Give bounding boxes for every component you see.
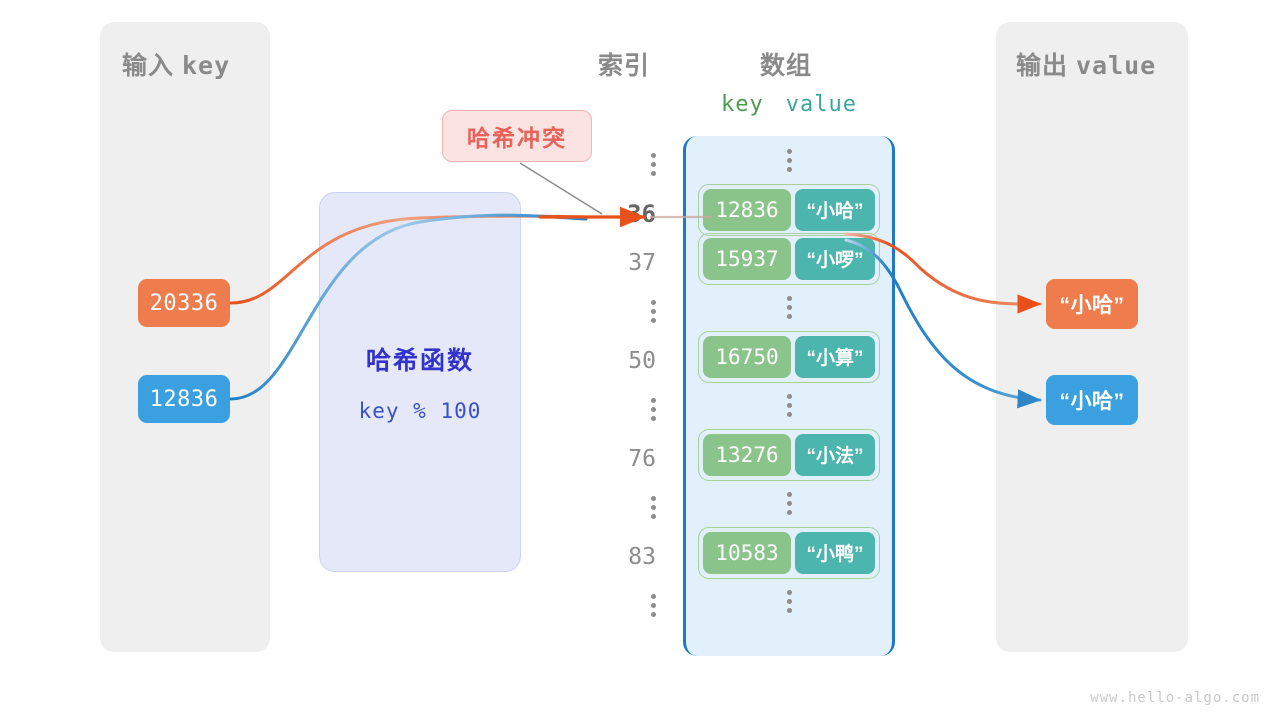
- hash-function-expression: key % 100: [358, 399, 482, 423]
- bucket-key-cell[interactable]: 10583: [703, 531, 791, 574]
- array-ellipsis: [686, 283, 892, 332]
- output-panel-title-mono: value: [1075, 51, 1157, 80]
- output-value-panel-title: 输出 value: [1016, 46, 1156, 82]
- vertical-dots-icon: [786, 590, 792, 613]
- index-ellipsis: [585, 287, 670, 336]
- bucket-value-cell[interactable]: “小哈”: [795, 188, 875, 231]
- index-ellipsis: [585, 483, 670, 532]
- bucket-value-cell[interactable]: “小算”: [795, 335, 875, 378]
- index-label-50: 50: [628, 347, 656, 374]
- index-label-83: 83: [628, 543, 656, 570]
- vertical-dots-icon: [786, 149, 792, 172]
- index-column: 36 37 50 76 83: [585, 140, 670, 630]
- bucket-key-cell[interactable]: 16750: [703, 335, 791, 378]
- array-bucket-50: 16750“小算”: [686, 330, 892, 383]
- index-label-76: 76: [628, 445, 656, 472]
- bucket[interactable]: 16750“小算”: [698, 330, 880, 383]
- bucket-key-cell[interactable]: 12836: [703, 188, 791, 231]
- array-ellipsis: [686, 136, 892, 185]
- input-key-20336[interactable]: 20336: [138, 279, 230, 327]
- array-ellipsis: [686, 381, 892, 430]
- bucket-value-cell[interactable]: “小啰”: [795, 237, 875, 280]
- watermark: www.hello-algo.com: [1090, 690, 1260, 706]
- vertical-dots-icon: [651, 594, 656, 617]
- hash-collision-badge: 哈希冲突: [442, 110, 592, 162]
- output-value-orange[interactable]: “小哈”: [1046, 279, 1138, 329]
- output-value-blue[interactable]: “小哈”: [1046, 375, 1138, 425]
- bucket-value-cell[interactable]: “小法”: [795, 433, 875, 476]
- vertical-dots-icon: [651, 496, 656, 519]
- array-bucket-76: 13276“小法”: [686, 428, 892, 481]
- hash-function-title: 哈希函数: [365, 347, 474, 375]
- index-label-37: 37: [628, 249, 656, 276]
- array-bucket-36: 12836“小哈”: [686, 183, 892, 236]
- array-column-title: 数组: [760, 52, 813, 80]
- input-key-panel: [100, 22, 270, 652]
- array-kv-header: key value: [683, 92, 895, 117]
- index-column-title: 索引: [598, 52, 651, 80]
- index-ellipsis: [585, 581, 670, 630]
- array-bucket-83: 10583“小鸭”: [686, 526, 892, 579]
- array-bucket-37: 15937“小啰”: [686, 232, 892, 285]
- input-key-12836[interactable]: 12836: [138, 375, 230, 423]
- vertical-dots-icon: [651, 153, 656, 176]
- bucket[interactable]: 12836“小哈”: [698, 183, 880, 236]
- input-panel-title-cjk: 输入: [122, 52, 175, 80]
- vertical-dots-icon: [651, 398, 656, 421]
- bucket-key-cell[interactable]: 15937: [703, 237, 791, 280]
- output-value-panel: [996, 22, 1188, 652]
- value-column-header: value: [785, 92, 857, 117]
- vertical-dots-icon: [786, 394, 792, 417]
- vertical-dots-icon: [651, 300, 656, 323]
- bucket[interactable]: 15937“小啰”: [698, 232, 880, 285]
- vertical-dots-icon: [786, 296, 792, 319]
- index-ellipsis: [585, 140, 670, 189]
- key-column-header: key: [721, 92, 764, 117]
- array-ellipsis: [686, 479, 892, 528]
- input-key-panel-title: 输入 key: [122, 46, 230, 82]
- index-label-36: 36: [627, 199, 656, 228]
- bucket[interactable]: 10583“小鸭”: [698, 526, 880, 579]
- bucket[interactable]: 13276“小法”: [698, 428, 880, 481]
- bucket-key-cell[interactable]: 13276: [703, 433, 791, 476]
- hash-table-array: 12836“小哈”15937“小啰” 16750“小算” 13276“小法” 1058…: [683, 136, 895, 656]
- output-panel-title-cjk: 输出: [1016, 52, 1069, 80]
- index-ellipsis: [585, 385, 670, 434]
- vertical-dots-icon: [786, 492, 792, 515]
- array-ellipsis: [686, 577, 892, 626]
- input-panel-title-mono: key: [181, 51, 231, 80]
- bucket-value-cell[interactable]: “小鸭”: [795, 531, 875, 574]
- hash-function-box: 哈希函数 key % 100: [319, 192, 521, 572]
